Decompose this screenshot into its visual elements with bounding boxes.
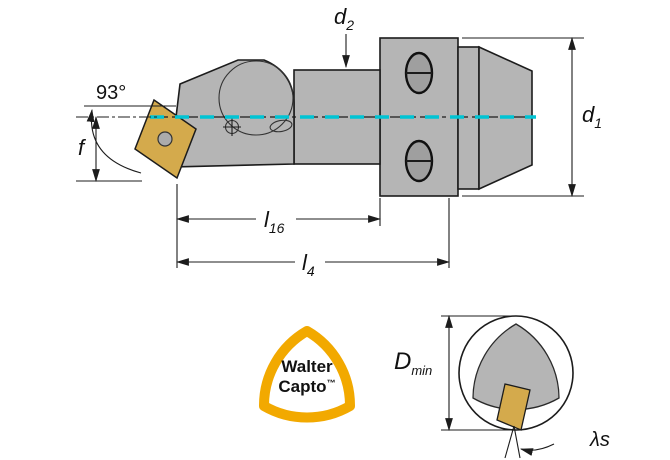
logo-line1: Walter <box>281 357 333 376</box>
lambda-line-right <box>513 425 521 459</box>
insert-section <box>496 383 531 431</box>
angle-arc-arrow <box>86 108 142 174</box>
tool-side-view <box>134 37 536 197</box>
logo-line2: Capto™ <box>278 377 335 396</box>
l4-label-bg <box>295 250 325 273</box>
l16-label-bg <box>256 207 296 230</box>
capto-triangle-icon <box>258 326 356 423</box>
lambda-line-left <box>504 425 515 459</box>
dmin-label: Dmin <box>394 348 432 378</box>
lambda-arc-arrow <box>519 443 555 456</box>
dimension-angle-93: 93° <box>84 82 176 174</box>
f-label: f <box>78 135 87 160</box>
insert-screw <box>157 131 173 147</box>
head-contour-arc <box>218 60 294 136</box>
d2-label: d2 <box>334 4 354 33</box>
dimension-d1: d1 <box>462 36 602 198</box>
walter-capto-logo: Walter Capto™ <box>258 326 356 423</box>
l16-label: l16 <box>264 207 285 236</box>
dimension-d2: d2 <box>334 4 354 69</box>
dimension-l4: l4 <box>175 198 451 279</box>
d1-label: d1 <box>582 102 602 131</box>
coolant-port-oval <box>269 119 293 133</box>
cross-section-view: Dmin λs <box>394 314 610 459</box>
clamp-screw-symbol <box>223 118 241 136</box>
l4-label: l4 <box>302 250 315 279</box>
lambda-s-label: λs <box>589 429 610 451</box>
tool-head <box>169 59 295 168</box>
angle-93-label: 93° <box>96 82 126 104</box>
dimension-dmin: Dmin <box>394 314 516 432</box>
dimension-lambda-s: λs <box>504 425 610 459</box>
dimension-f: f <box>76 115 160 183</box>
dimension-l16: l16 <box>175 184 382 268</box>
